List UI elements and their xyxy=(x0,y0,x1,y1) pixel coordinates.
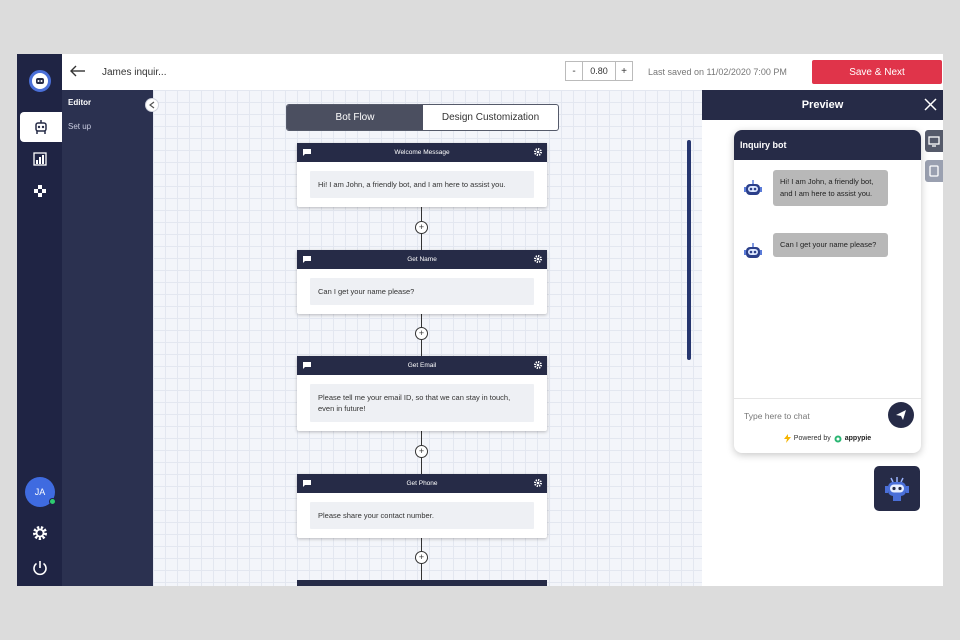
appypie-logo-icon xyxy=(834,435,842,442)
bot-avatar-icon xyxy=(744,180,762,195)
settings-icon xyxy=(32,526,47,540)
flow-node-get-name[interactable]: Get Name Can I get your name please? xyxy=(297,250,547,314)
send-button[interactable] xyxy=(888,402,914,428)
bot-message-bubble: Can I get your name please? xyxy=(773,233,888,257)
zoom-out-button[interactable]: - xyxy=(565,61,583,81)
bot-icon xyxy=(35,120,47,134)
chat-message: Can I get your name please? xyxy=(742,233,888,263)
zoom-in-button[interactable]: + xyxy=(615,61,633,81)
rail-bot-button[interactable] xyxy=(20,112,62,142)
app-frame: JA James inquir... - 0.80 + Last saved o… xyxy=(17,54,943,586)
chat-bubble-icon xyxy=(303,362,311,369)
canvas-scrollbar[interactable] xyxy=(687,140,691,360)
rail-integrations-button[interactable] xyxy=(17,176,62,206)
tab-bot-flow[interactable]: Bot Flow xyxy=(287,105,423,130)
rail-settings-button[interactable] xyxy=(17,518,62,548)
flow-node-welcome[interactable]: Welcome Message Hi! I am John, a friendl… xyxy=(297,143,547,207)
top-bar: James inquir... - 0.80 + Last saved on 1… xyxy=(62,54,943,90)
preview-panel: Preview Inquiry bot Hi! I am John, a fri… xyxy=(702,90,943,586)
chat-bubble-icon xyxy=(303,480,311,487)
close-icon[interactable] xyxy=(924,98,937,114)
rail-power-button[interactable] xyxy=(17,553,62,583)
chat-input[interactable]: Type here to chat xyxy=(744,411,810,421)
subnav-item-editor[interactable]: Editor xyxy=(68,98,92,107)
gear-icon[interactable] xyxy=(533,254,543,264)
node-title: Get Name xyxy=(407,256,437,263)
node-header: Welcome Message xyxy=(297,143,547,162)
chevron-left-icon xyxy=(149,101,155,109)
paper-plane-icon xyxy=(896,410,906,420)
node-title: Get Email xyxy=(407,362,437,369)
flow-node-next[interactable] xyxy=(297,580,547,586)
icon-rail: JA xyxy=(17,54,62,586)
node-header: Get Phone xyxy=(297,474,547,493)
last-saved-status: Last saved on 11/02/2020 7:00 PM xyxy=(648,67,787,77)
chat-divider xyxy=(734,398,921,399)
chat-header: Inquiry bot xyxy=(734,130,921,160)
add-node-button[interactable]: + xyxy=(415,327,428,340)
node-header: Get Name xyxy=(297,250,547,269)
online-status-dot xyxy=(49,498,56,505)
powered-by: Powered by appypie xyxy=(734,434,921,443)
rail-analytics-button[interactable] xyxy=(17,144,62,174)
project-title[interactable]: James inquir... xyxy=(102,67,167,78)
bot-message-bubble: Hi! I am John, a friendly bot, and I am … xyxy=(773,170,888,206)
gear-icon[interactable] xyxy=(533,478,543,488)
tablet-icon xyxy=(929,165,939,177)
gear-icon[interactable] xyxy=(533,147,543,157)
chat-launcher-button[interactable] xyxy=(874,466,920,511)
add-node-button[interactable]: + xyxy=(415,551,428,564)
node-message: Can I get your name please? xyxy=(310,278,534,305)
node-header: Get Email xyxy=(297,356,547,375)
powered-by-label: Powered by xyxy=(793,435,831,442)
preview-header: Preview xyxy=(702,90,943,120)
preview-title: Preview xyxy=(801,99,844,111)
add-node-button[interactable]: + xyxy=(415,445,428,458)
node-title: Welcome Message xyxy=(394,149,450,156)
user-avatar[interactable]: JA xyxy=(25,477,56,507)
chat-bubble-icon xyxy=(303,256,311,263)
node-message: Please share your contact number. xyxy=(310,502,534,529)
editor-subnav: Editor Set up xyxy=(62,90,153,586)
gear-icon[interactable] xyxy=(533,360,543,370)
add-node-button[interactable]: + xyxy=(415,221,428,234)
bot-name: Inquiry bot xyxy=(740,140,787,150)
brand-name: appypie xyxy=(844,435,872,442)
subnav-item-setup[interactable]: Set up xyxy=(68,122,92,131)
user-initials: JA xyxy=(34,487,46,497)
collapse-sidebar-button[interactable] xyxy=(145,98,159,112)
canvas-tabs: Bot Flow Design Customization xyxy=(286,104,559,131)
node-title: Get Phone xyxy=(406,480,438,487)
power-icon xyxy=(32,561,47,576)
lightning-icon xyxy=(783,434,791,443)
bot-avatar-icon xyxy=(744,243,762,258)
flow-node-get-email[interactable]: Get Email Please tell me your email ID, … xyxy=(297,356,547,431)
save-next-button[interactable]: Save & Next xyxy=(812,60,942,84)
analytics-icon xyxy=(32,152,47,166)
tab-design-customization[interactable]: Design Customization xyxy=(441,112,540,123)
bot-launcher-icon xyxy=(885,476,909,501)
flow-node-get-phone[interactable]: Get Phone Please share your contact numb… xyxy=(297,474,547,538)
back-arrow-icon[interactable] xyxy=(69,64,87,83)
chat-message: Hi! I am John, a friendly bot, and I am … xyxy=(742,170,888,206)
node-message: Please tell me your email ID, so that we… xyxy=(310,384,534,422)
flow-canvas[interactable]: Bot Flow Design Customization + + + + We… xyxy=(153,90,702,586)
monitor-icon xyxy=(928,135,940,147)
chat-bubble-icon xyxy=(303,149,311,156)
node-message: Hi! I am John, a friendly bot, and I am … xyxy=(310,171,534,198)
app-logo[interactable] xyxy=(17,54,62,108)
integrations-icon xyxy=(33,185,46,197)
desktop-view-button[interactable] xyxy=(925,130,943,152)
tablet-view-button[interactable] xyxy=(925,160,943,182)
zoom-control: - 0.80 + xyxy=(565,61,633,81)
zoom-level: 0.80 xyxy=(583,61,615,81)
chat-widget: Inquiry bot Hi! I am John, a friendly bo… xyxy=(734,130,921,453)
bot-logo-icon xyxy=(28,70,51,92)
